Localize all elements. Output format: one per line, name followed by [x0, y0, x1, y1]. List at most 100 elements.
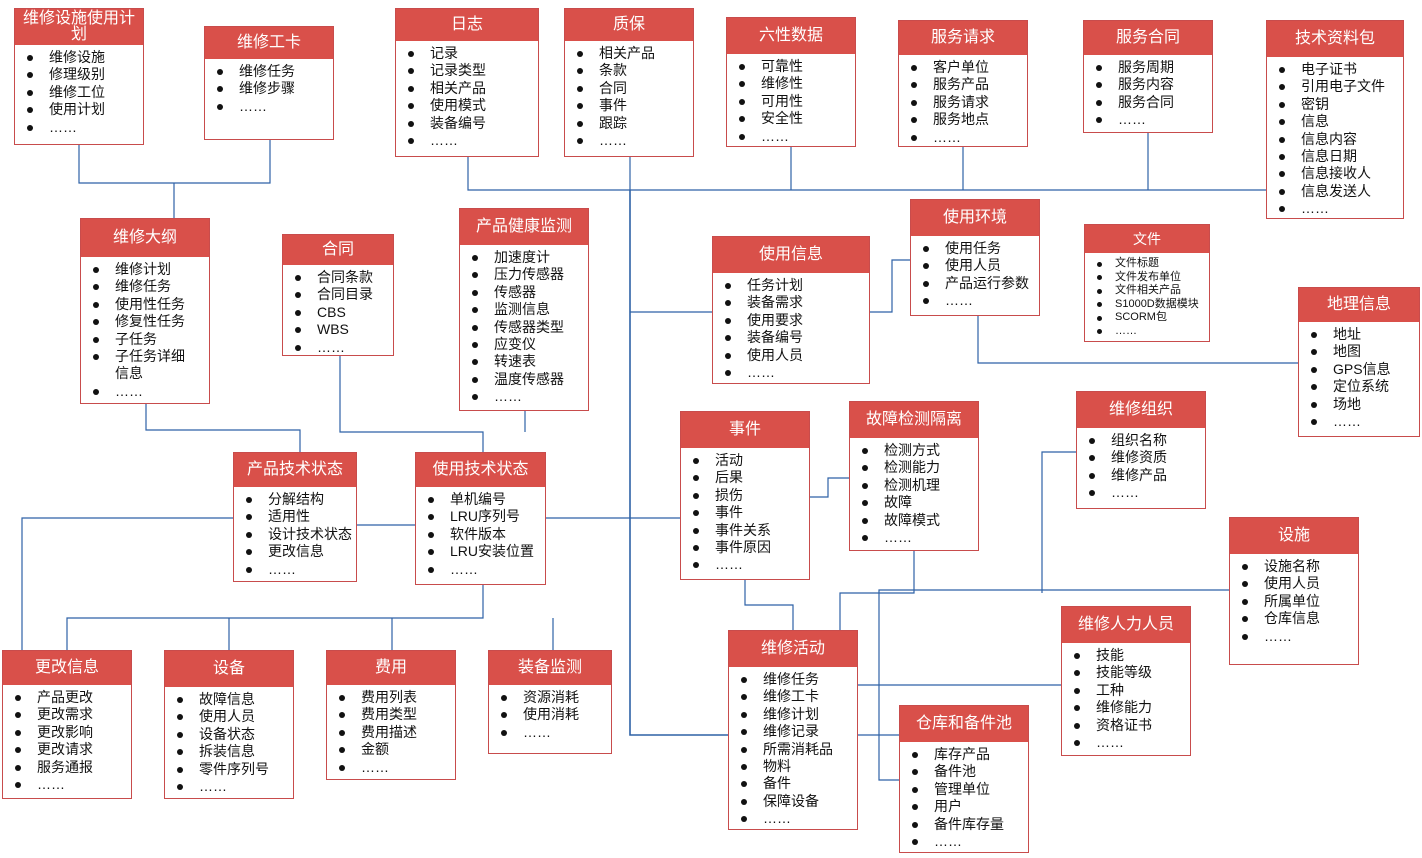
- attribute-item: 使用性任务: [91, 296, 191, 313]
- attribute-item: 维修计划: [91, 261, 191, 278]
- attribute-list: 产品更改更改需求更改影响更改请求服务通报……: [3, 685, 131, 797]
- attribute-item: ……: [1094, 111, 1208, 128]
- attribute-item: ……: [739, 810, 853, 827]
- attribute-item: 安全性: [737, 110, 851, 127]
- attribute-item: ……: [1277, 200, 1399, 217]
- attribute-item: 使用模式: [406, 97, 534, 114]
- attribute-item: 跟踪: [575, 115, 689, 132]
- entity-event: 事件活动后果损伤事件事件关系事件原因……: [680, 411, 810, 580]
- attribute-item: 用户: [910, 798, 1024, 815]
- attribute-item: 技能等级: [1072, 664, 1186, 681]
- attribute-item: 信息: [1277, 113, 1399, 130]
- attribute-item: 维修任务: [215, 63, 329, 80]
- attribute-item: CBS: [293, 304, 389, 321]
- attribute-item: 备件: [739, 775, 853, 792]
- attribute-item: 子任务详细信息: [91, 348, 191, 383]
- attribute-item: 维修性: [737, 75, 851, 92]
- attribute-item: 服务周期: [1094, 59, 1208, 76]
- attribute-item: SCORM包: [1095, 311, 1205, 325]
- link-top-bus: [467, 157, 1267, 191]
- attribute-item: 维修计划: [739, 706, 853, 723]
- entity-title: 装备监测: [489, 651, 611, 685]
- entity-maint-personnel: 维修人力人员技能技能等级工种维修能力资格证书……: [1061, 606, 1191, 756]
- attribute-item: 技能: [1072, 647, 1186, 664]
- link-event-activity: [744, 580, 794, 630]
- attribute-item: 文件发布单位: [1095, 271, 1205, 285]
- attribute-item: 文件相关产品: [1095, 284, 1205, 298]
- attribute-item: 维修步骤: [215, 80, 329, 97]
- attribute-item: 金额: [337, 741, 451, 758]
- entity-title: 更改信息: [3, 651, 131, 685]
- attribute-item: 事件关系: [691, 522, 805, 539]
- entity-title: 合同: [283, 235, 393, 265]
- link-fault-activity: [839, 551, 915, 630]
- attribute-item: 记录: [406, 45, 534, 62]
- entity-title: 使用环境: [911, 200, 1039, 236]
- attribute-list: 组织名称维修资质维修产品……: [1077, 428, 1205, 506]
- attribute-item: 传感器: [470, 284, 584, 301]
- attribute-list: 服务周期服务内容服务合同……: [1084, 55, 1212, 133]
- attribute-item: 适用性: [244, 508, 352, 525]
- attribute-item: 使用人员: [1240, 575, 1354, 592]
- attribute-item: 信息接收人: [1277, 165, 1399, 182]
- attribute-item: ……: [860, 529, 974, 546]
- attribute-item: ……: [1095, 325, 1205, 339]
- attribute-item: 文件标题: [1095, 257, 1205, 271]
- attribute-item: 所需消耗品: [739, 741, 853, 758]
- entity-warehouse-spares: 仓库和备件池库存产品备件池管理单位用户备件库存量……: [899, 705, 1029, 853]
- attribute-item: 单机编号: [426, 491, 541, 508]
- entity-service-contract: 服务合同服务周期服务内容服务合同……: [1083, 20, 1213, 133]
- attribute-item: 维修产品: [1087, 467, 1201, 484]
- entity-title: 产品技术状态: [234, 453, 356, 487]
- attribute-item: ……: [13, 776, 127, 793]
- attribute-item: 管理单位: [910, 781, 1024, 798]
- entity-title: 维修工卡: [205, 27, 333, 59]
- attribute-item: ……: [215, 98, 329, 115]
- attribute-item: WBS: [293, 321, 389, 338]
- attribute-item: 使用人员: [921, 257, 1035, 274]
- attribute-list: 库存产品备件池管理单位用户备件库存量……: [900, 742, 1028, 854]
- attribute-item: 产品更改: [13, 689, 127, 706]
- attribute-item: GPS信息: [1309, 361, 1415, 378]
- link-event-fault: [810, 477, 849, 498]
- attribute-item: 信息日期: [1277, 148, 1399, 165]
- entity-title: 使用技术状态: [416, 453, 545, 487]
- attribute-item: 转速表: [470, 353, 584, 370]
- attribute-item: 服务通报: [13, 759, 127, 776]
- attribute-item: ……: [25, 119, 139, 136]
- attribute-item: ……: [499, 724, 607, 741]
- entity-tech-data-package: 技术资料包电子证书引用电子文件密钥信息信息内容信息日期信息接收人信息发送人……: [1266, 20, 1404, 219]
- link-usage-tech-bottom: [66, 585, 484, 650]
- attribute-item: 使用消耗: [499, 706, 607, 723]
- attribute-item: 电子证书: [1277, 61, 1399, 78]
- attribute-item: ……: [910, 833, 1024, 850]
- entity-title: 维修设施使用计划: [15, 9, 143, 45]
- attribute-list: 资源消耗使用消耗……: [489, 685, 611, 745]
- attribute-item: 库存产品: [910, 746, 1024, 763]
- attribute-item: 软件版本: [426, 526, 541, 543]
- attribute-item: ……: [1309, 413, 1415, 430]
- entity-usage-env: 使用环境使用任务使用人员产品运行参数……: [910, 199, 1040, 316]
- attribute-item: 使用要求: [723, 312, 865, 329]
- attribute-item: ……: [470, 388, 584, 405]
- link-org-vertical: [1041, 451, 1076, 593]
- link-spine: [629, 190, 728, 736]
- attribute-item: 装备编号: [723, 329, 865, 346]
- attribute-item: 更改信息: [244, 543, 352, 560]
- attribute-item: ……: [1087, 484, 1201, 501]
- entity-title: 地理信息: [1299, 288, 1419, 322]
- entity-title: 维修大纲: [81, 219, 209, 257]
- entity-product-tech-state: 产品技术状态分解结构适用性设计技术状态更改信息……: [233, 452, 357, 582]
- entity-facility: 设施设施名称使用人员所属单位仓库信息……: [1229, 517, 1359, 665]
- attribute-item: 引用电子文件: [1277, 78, 1399, 95]
- attribute-item: 维修任务: [91, 278, 191, 295]
- attribute-item: ……: [1072, 734, 1186, 751]
- attribute-item: ……: [737, 128, 851, 145]
- link-usage-info-env: [870, 259, 910, 313]
- entity-log: 日志记录记录类型相关产品使用模式装备编号……: [395, 8, 539, 157]
- attribute-item: 地图: [1309, 343, 1415, 360]
- attribute-list: 可靠性维修性可用性安全性……: [727, 54, 855, 149]
- attribute-list: 检测方式检测能力检测机理故障故障模式……: [850, 438, 978, 550]
